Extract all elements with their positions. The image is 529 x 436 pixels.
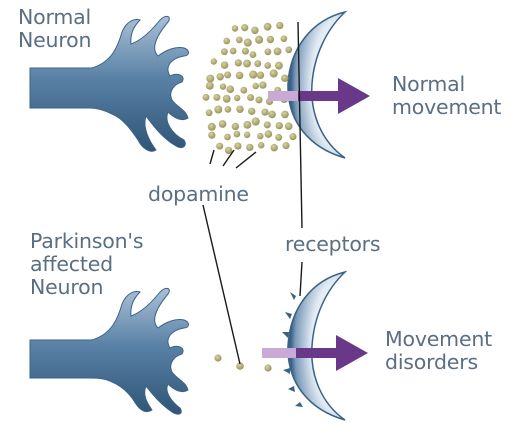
label-parkinsons-neuron: Parkinson's affected Neuron <box>30 230 143 299</box>
dopamine-dot <box>235 59 242 66</box>
dopamine-dot <box>203 94 210 101</box>
dopamine-dot <box>223 95 231 103</box>
dopamine-dot <box>217 73 224 80</box>
dopamine-dot <box>255 96 262 103</box>
dopamine-dot <box>214 106 222 114</box>
receptors-pointer <box>300 262 302 296</box>
label-normal-neuron: Normal Neuron <box>18 6 91 52</box>
dopamine-dot <box>265 130 273 138</box>
dopamine-dot <box>275 62 283 70</box>
dopamine-cluster-normal <box>203 22 297 154</box>
dopamine-dot <box>276 22 283 29</box>
dopamine-dot <box>224 134 231 141</box>
dopamine-dot <box>244 132 250 138</box>
dopamine-dot <box>240 87 247 94</box>
dopamine-dot <box>271 144 278 151</box>
dopamine-dot <box>254 60 261 67</box>
dopamine-dot <box>281 74 288 81</box>
dopamine-pointer <box>210 150 214 164</box>
dopamine-dot <box>275 134 282 141</box>
dopamine-dot <box>220 83 226 89</box>
dopamine-dot <box>236 37 243 44</box>
dopamine-dot <box>252 117 260 125</box>
dopamine-dot <box>206 109 213 116</box>
dopamine-dot <box>225 106 232 113</box>
dopamine-dot <box>249 51 256 58</box>
dopamine-pointer <box>236 152 256 168</box>
dopamine-dot <box>216 143 223 150</box>
dopamine-dot <box>259 81 266 88</box>
label-receptors: receptors <box>285 233 380 256</box>
dopamine-dot <box>224 71 231 78</box>
dopamine-dot <box>270 69 278 77</box>
right-arrow-icon <box>268 78 370 114</box>
dopamine-dot <box>226 85 234 93</box>
label-movement-disorders: Movement disorders <box>385 328 492 374</box>
dopamine-dot <box>258 142 265 149</box>
dopamine-dot <box>241 24 248 31</box>
dopamine-dot <box>232 123 239 130</box>
dopamine-dot <box>211 58 217 64</box>
dopamine-dot <box>244 39 252 47</box>
dopamine-dot <box>223 38 230 45</box>
dopamine-dot <box>264 23 272 31</box>
dopamine-dot <box>264 62 271 69</box>
dopamine-dot <box>234 142 241 149</box>
dopamine-dot <box>243 60 251 68</box>
dopamine-dot <box>282 142 289 149</box>
dopamine-dot <box>243 121 251 129</box>
dopamine-dot <box>251 27 258 34</box>
affected-receptor-cell <box>282 272 345 420</box>
dopamine-pointer <box>203 205 240 364</box>
label-normal-movement: Normal movement <box>392 73 501 119</box>
dopamine-dot <box>213 94 220 101</box>
dopamine-dot <box>267 36 274 43</box>
dopamine-dot <box>255 36 263 44</box>
dopamine-dot <box>221 48 228 55</box>
label-dopamine: dopamine <box>148 183 249 206</box>
dopamine-dot <box>276 122 283 129</box>
dopamine-dot <box>264 121 271 128</box>
parkinsons-neuron-terminal <box>30 288 189 414</box>
dopamine-dot <box>261 109 268 116</box>
dopamine-dot <box>232 25 239 32</box>
dopamine-dot <box>252 83 258 89</box>
dopamine-dot <box>257 133 263 139</box>
dopamine-dot <box>247 94 254 101</box>
dopamine-dot <box>274 48 282 56</box>
dopamine-dot <box>234 131 241 138</box>
dopamine-dot <box>221 61 229 69</box>
dopamine-dot <box>208 132 215 139</box>
dopamine-dot <box>248 108 255 115</box>
dopamine-dot <box>206 82 214 90</box>
dopamine-dot <box>242 48 249 55</box>
dopamine-dot <box>236 105 243 112</box>
dopamine-dot <box>257 71 264 78</box>
dopamine-dot <box>281 35 288 42</box>
dopamine-dot <box>281 111 289 119</box>
dopamine-dot <box>285 122 293 130</box>
dopamine-dot <box>264 48 271 55</box>
dopamine-dot <box>219 120 227 128</box>
dopamine-dot <box>289 133 296 140</box>
dopamine-dot <box>285 46 292 53</box>
dopamine-dot <box>230 48 237 55</box>
dopamine-dot <box>206 75 214 83</box>
dopamine-dot <box>268 111 276 119</box>
dopamine-dot <box>234 95 240 101</box>
right-arrow-icon <box>262 335 368 371</box>
dopamine-dot <box>236 72 244 80</box>
dopamine-dot <box>208 123 216 131</box>
dopamine-dot <box>246 144 253 151</box>
dopamine-dot <box>249 71 257 79</box>
